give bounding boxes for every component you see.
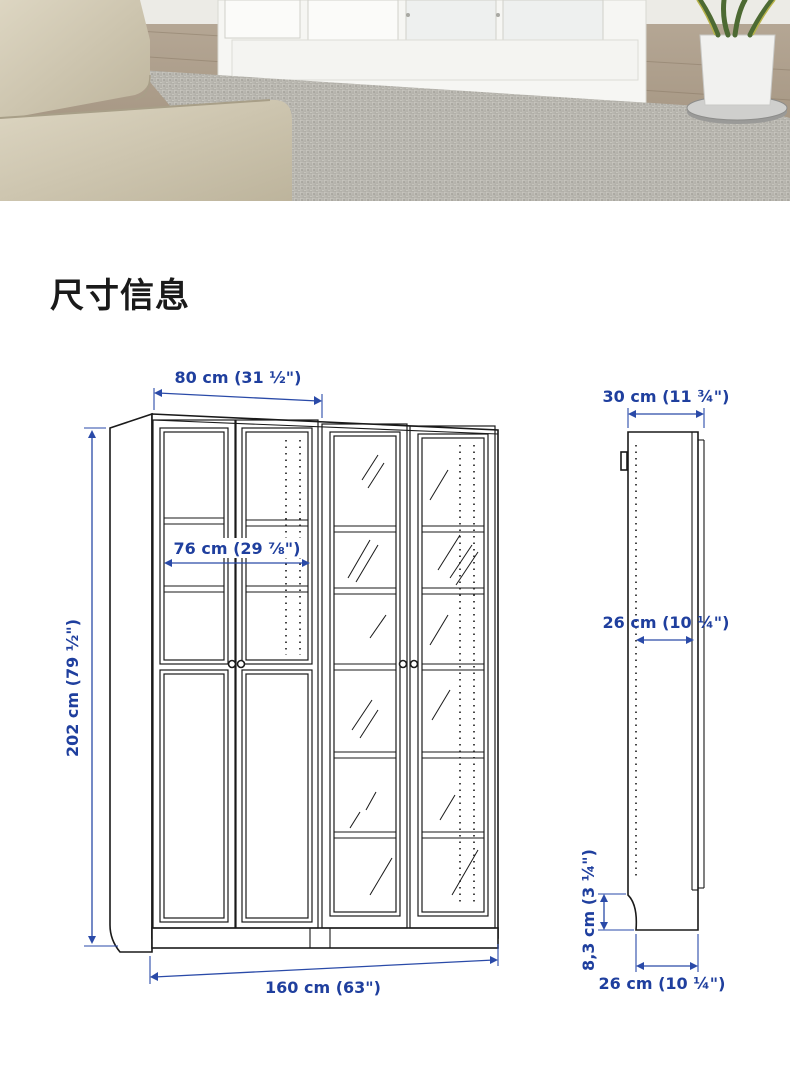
bookcase-front-view: [109, 412, 499, 953]
bookcase-side-view: [620, 431, 705, 931]
dimension-shelf-depth: 26 cm (10 ¼"): [603, 613, 730, 644]
height-label: 202 cm (79 ½"): [63, 619, 82, 757]
shelf-depth-label: 26 cm (10 ¼"): [603, 613, 730, 632]
dimension-total-width: 160 cm (63"): [149, 944, 499, 997]
dimension-plinth-height: 8,3 cm (3 ¼"): [579, 849, 634, 971]
dimension-height: 202 cm (79 ½"): [63, 427, 118, 947]
plant-pot: [686, 0, 788, 124]
depth-label: 30 cm (11 ¾"): [603, 387, 730, 406]
dimension-inner-width: 76 cm (29 ⅞"): [164, 538, 310, 567]
base-depth-label: 26 cm (10 ¼"): [599, 974, 726, 993]
dimension-base-depth: 26 cm (10 ¼"): [599, 934, 726, 993]
door-2: [235, 419, 319, 929]
lifestyle-photo: [0, 0, 790, 201]
door-4: [409, 425, 496, 929]
total-width-label: 160 cm (63"): [265, 978, 381, 997]
top-width-label: 80 cm (31 ½"): [175, 368, 302, 387]
sofa: [0, 0, 292, 201]
dimension-depth: 30 cm (11 ¾"): [603, 387, 730, 428]
inner-width-label: 76 cm (29 ⅞"): [174, 539, 301, 558]
plinth-height-label: 8,3 cm (3 ¼"): [579, 849, 598, 971]
door-3: [321, 423, 408, 929]
page-title: 尺寸信息: [50, 276, 190, 316]
door-knobs: [227, 659, 419, 669]
dimension-top-width: 80 cm (31 ½"): [153, 368, 323, 418]
